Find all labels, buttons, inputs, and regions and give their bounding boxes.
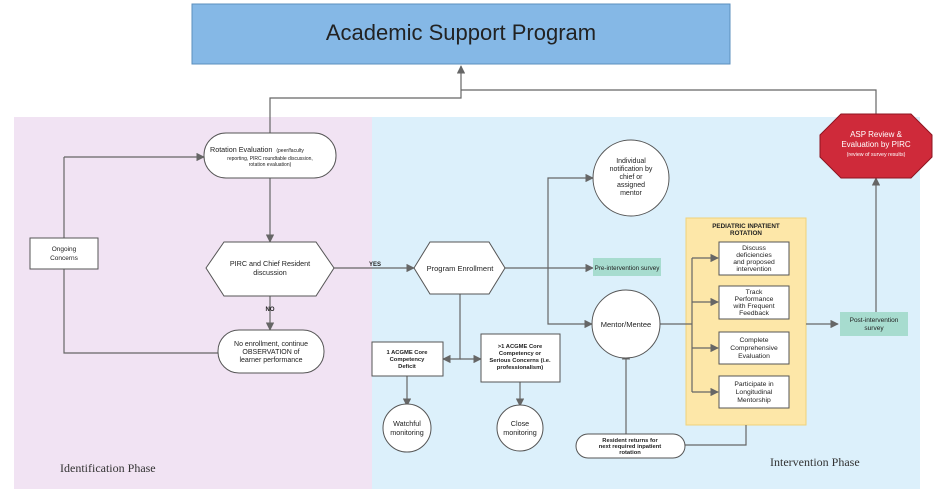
- discuss-line3: and proposed: [733, 259, 775, 266]
- edge-yes-label: YES: [369, 262, 381, 268]
- acgme-multiple-line2: Competency or: [499, 351, 542, 357]
- track-line4: Feedback: [739, 310, 769, 317]
- no-enrollment-line3: learner performance: [239, 357, 302, 364]
- no-enrollment-line2: OBSERVATION of: [242, 349, 299, 356]
- individual-notification-line5: mentor: [620, 190, 642, 197]
- pre-intervention-survey-text: Pre-intervention survey: [595, 265, 661, 272]
- pirc-discussion-node: [205, 241, 335, 297]
- ongoing-concerns-line1: Ongoing: [52, 246, 77, 253]
- ongoing-concerns-line2: Concerns: [50, 255, 79, 262]
- resident-returns-line3: rotation: [619, 450, 641, 456]
- no-enrollment-line1: No enrollment, continue: [234, 341, 308, 348]
- discuss-line4: intervention: [736, 266, 771, 273]
- no-enrollment-node: [217, 329, 325, 374]
- identification-phase-label: Identification Phase: [60, 461, 156, 475]
- track-line2: Performance: [735, 296, 774, 303]
- mentor-mentee-text: Mentor/Mentee: [601, 320, 651, 329]
- acgme-multiple-line3: Serious Concerns (i.e.: [489, 358, 551, 364]
- pre-intervention-survey-node: [593, 258, 661, 276]
- rotation-evaluation-subtext-1: reporting, PIRC roundtable discussion,: [227, 156, 313, 162]
- rotation-evaluation-subtext-2: rotation evaluation): [249, 162, 292, 168]
- participate-mentorship-node: [718, 375, 790, 409]
- post-survey-line1: Post-intervention: [850, 317, 899, 324]
- pirc-discussion-line1: PIRC and Chief Resident: [230, 259, 310, 268]
- acgme-single-line3: Deficit: [398, 364, 416, 370]
- acgme-multiple-line1: >1 ACGME Core: [498, 344, 543, 350]
- mentor-mentee-node: [591, 289, 661, 359]
- identification-phase-region: [14, 117, 372, 489]
- rotation-panel-title-line2: ROTATION: [730, 230, 762, 237]
- participate-line3: Mentorship: [737, 397, 771, 404]
- discuss-deficiencies-node: [718, 241, 790, 276]
- individual-notification-node: [592, 139, 670, 217]
- watchful-monitoring-line1: Watchful: [393, 419, 421, 428]
- individual-notification-line4: assigned: [617, 182, 645, 189]
- acgme-single-deficit-node: [371, 341, 444, 377]
- title-text: Academic Support Program: [326, 20, 596, 45]
- close-monitoring-line2: monitoring: [503, 428, 537, 437]
- watchful-monitoring-line2: monitoring: [390, 428, 424, 437]
- track-line1: Track: [746, 289, 763, 296]
- individual-notification-line1: Individual: [616, 158, 646, 165]
- rotation-panel-title-line1: PEDIATRIC INPATIENT: [712, 223, 780, 230]
- complete-line1: Complete: [739, 337, 768, 344]
- individual-notification-line2: notification by: [610, 166, 653, 173]
- edge-no-label: NO: [266, 307, 275, 313]
- ongoing-concerns-node: [29, 237, 99, 270]
- close-monitoring-line1: Close: [511, 419, 529, 428]
- acgme-multiple-concerns-node: [480, 333, 561, 383]
- title-box: [191, 3, 731, 65]
- participate-line1: Participate in: [734, 381, 774, 388]
- rotation-evaluation-text: Rotation Evaluation (peer/faculty: [210, 145, 304, 154]
- acgme-multiple-line4: professionalism): [497, 365, 543, 371]
- resident-returns-line2: next required inpatient: [599, 444, 662, 450]
- watchful-monitoring-node: [382, 403, 432, 453]
- pirc-discussion-line2: discussion: [253, 268, 287, 277]
- asp-review-line3: (review of survey results): [847, 152, 906, 158]
- complete-line3: Evaluation: [738, 353, 770, 360]
- resident-returns-node: [575, 433, 686, 459]
- track-line3: with Frequent: [732, 303, 774, 310]
- rotation-evaluation-node: [203, 132, 337, 179]
- intervention-phase-label: Intervention Phase: [770, 455, 860, 469]
- asp-review-line1: ASP Review &: [850, 130, 903, 139]
- discuss-line1: Discuss: [742, 245, 766, 252]
- post-survey-line2: survey: [864, 325, 884, 332]
- program-enrollment-text: Program Enrollment: [427, 264, 495, 273]
- complete-evaluation-node: [718, 331, 790, 365]
- asp-review-line2: Evaluation by PIRC: [841, 140, 911, 149]
- program-enrollment-node: [413, 241, 506, 295]
- acgme-single-line2: Competency: [390, 357, 426, 363]
- asp-review-node: [819, 113, 933, 179]
- post-intervention-survey-node: [840, 312, 908, 336]
- track-performance-node: [718, 285, 790, 320]
- close-monitoring-node: [496, 404, 544, 452]
- individual-notification-line3: chief or: [620, 174, 644, 181]
- complete-line2: Comprehensive: [730, 345, 778, 352]
- resident-returns-line1: Resident returns for: [602, 438, 658, 444]
- acgme-single-line1: 1 ACGME Core: [386, 350, 428, 356]
- participate-line2: Longitudinal: [736, 389, 773, 396]
- discuss-line2: deficiencies: [736, 252, 772, 259]
